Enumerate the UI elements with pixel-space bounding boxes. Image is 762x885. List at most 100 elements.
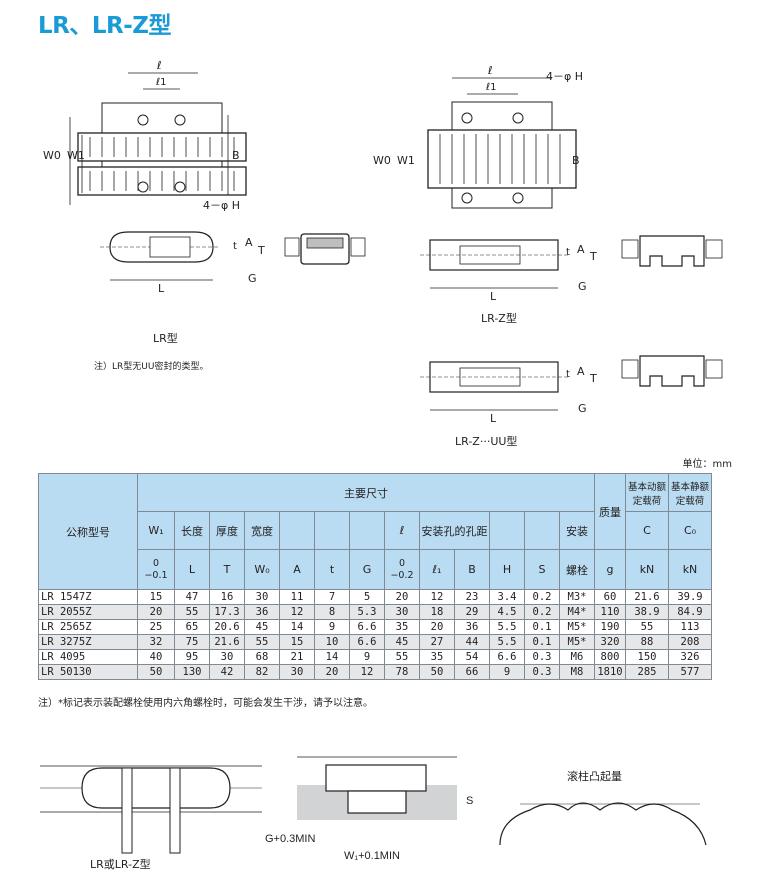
dim-w1-label: W1 [67,149,85,162]
cell-h: 4.5 [489,604,525,620]
cell-t: 16 [209,589,245,605]
tol-w1: 0−0.1 [137,549,175,590]
cell-g: 60 [594,589,626,605]
model-cell: LR 3275Z [38,634,138,650]
cell-l1: 27 [419,634,455,650]
sub-header-l: ℓ [384,511,420,550]
cell-l1: 35 [419,649,455,665]
cell-t: 30 [209,649,245,665]
cell-l: 95 [174,649,210,665]
unit-g: g [594,549,626,590]
lrz-dim-b-label: B [572,154,580,167]
lrz-dim-w0-label: W0 [373,154,391,167]
cell-l: 65 [174,619,210,635]
cell-l: 20 [384,589,420,605]
unit-B: B [454,549,490,590]
lrz-dim-t-label: t [566,247,570,258]
cell-w1: 20 [137,604,175,620]
unit-kn-c0: kN [668,549,712,590]
sub-header-c0: C₀ [668,511,712,550]
model-cell: LR 4095 [38,649,138,665]
cell-t: 20.6 [209,619,245,635]
lr-note: 注）LR型无UU密封的类型。 [94,362,209,372]
cell-w0: 36 [244,604,280,620]
w1-clearance-label: W₁+0.1MIN [344,850,400,862]
unit-t: t [314,549,350,590]
model-header: 公称型号 [38,473,138,590]
tol-l: 0−0.2 [384,549,420,590]
model-cell: LR 50130 [38,664,138,680]
cell-s: 0.2 [524,589,560,605]
lrz-dim-a-label: A [577,243,585,256]
cell-w0: 30 [244,589,280,605]
cell-h: 5.5 [489,634,525,650]
dim-w0-label: W0 [43,149,61,162]
cell-s: 0.3 [524,649,560,665]
cell-b: 29 [454,604,490,620]
dim-hole-label: 4－φ H [203,199,240,212]
cell-l: 35 [384,619,420,635]
lrz-end-view-drawing [621,235,723,267]
cell-w0: 45 [244,619,280,635]
cell-s: 0.3 [524,664,560,680]
cell-bolt: M4* [559,604,595,620]
lr-side-view-drawing: L t A T G [100,231,265,295]
unit-S: S [524,549,560,590]
lrzuu-dim-L-label: L [490,412,497,425]
cell-c0: 113 [668,619,712,635]
mounting-diagram-middle [297,756,457,820]
cell-l: 130 [174,664,210,680]
sub-header-blank-a [279,511,315,550]
cell-b: 54 [454,649,490,665]
lrz-dim-tt-label: T [589,250,597,263]
cell-t: 20 [314,664,350,680]
cell-s: 0.1 [524,619,560,635]
cell-t: 9 [314,619,350,635]
lrz-dim-l1-label: ℓ1 [486,82,497,93]
cell-a: 12 [279,604,315,620]
cell-h: 3.4 [489,589,525,605]
lrz-top-view-drawing: ℓ ℓ1 4－φ H W0 W1 B [373,64,583,209]
cell-g: 9 [349,649,385,665]
cell-h: 5.5 [489,619,525,635]
cell-l1: 18 [419,604,455,620]
sub-header-hole-pitch: 安装孔的孔距 [419,511,490,550]
unit-G: G [349,549,385,590]
dim-g-label: G [248,272,257,285]
spec-table: 公称型号 主要尺寸 质量 基本动额定载荷 基本静额定载荷 W₁ 长度 厚度 宽度… [38,473,712,680]
unit-W0: W₀ [244,549,280,590]
lrz-caption: LR-Z型 [481,312,517,325]
cell-h: 6.6 [489,649,525,665]
cell-l: 30 [384,604,420,620]
cell-t: 21.6 [209,634,245,650]
sub-header-blank-h [489,511,525,550]
cell-l: 75 [174,634,210,650]
unit-L: L [174,549,210,590]
unit-H: H [489,549,525,590]
cell-t: 10 [314,634,350,650]
cell-w1: 32 [137,634,175,650]
lr-end-view-drawing [284,233,366,265]
sub-header-blank-t [314,511,350,550]
cell-w0: 68 [244,649,280,665]
cell-b: 23 [454,589,490,605]
cell-b: 36 [454,619,490,635]
cell-g: 6.6 [349,634,385,650]
lrzuu-end-view-drawing [621,355,723,387]
cell-s: 0.1 [524,634,560,650]
cell-bolt: M5* [559,619,595,635]
sub-header-thickness: 厚度 [209,511,245,550]
lrz-dim-g-label: G [578,280,587,293]
cell-l: 47 [174,589,210,605]
unit-T: T [209,549,245,590]
sub-header-blank-g [349,511,385,550]
cell-g: 800 [594,649,626,665]
cell-c0: 84.9 [668,604,712,620]
lrzuu-side-view-drawing: L t A T G [420,361,597,425]
cell-c: 38.9 [625,604,669,620]
lr-caption: LR型 [153,332,178,345]
lr-top-view-drawing: ℓ ℓ1 W0 W1 B 4－φ H [43,59,247,212]
cell-a: 15 [279,634,315,650]
cell-l: 45 [384,634,420,650]
